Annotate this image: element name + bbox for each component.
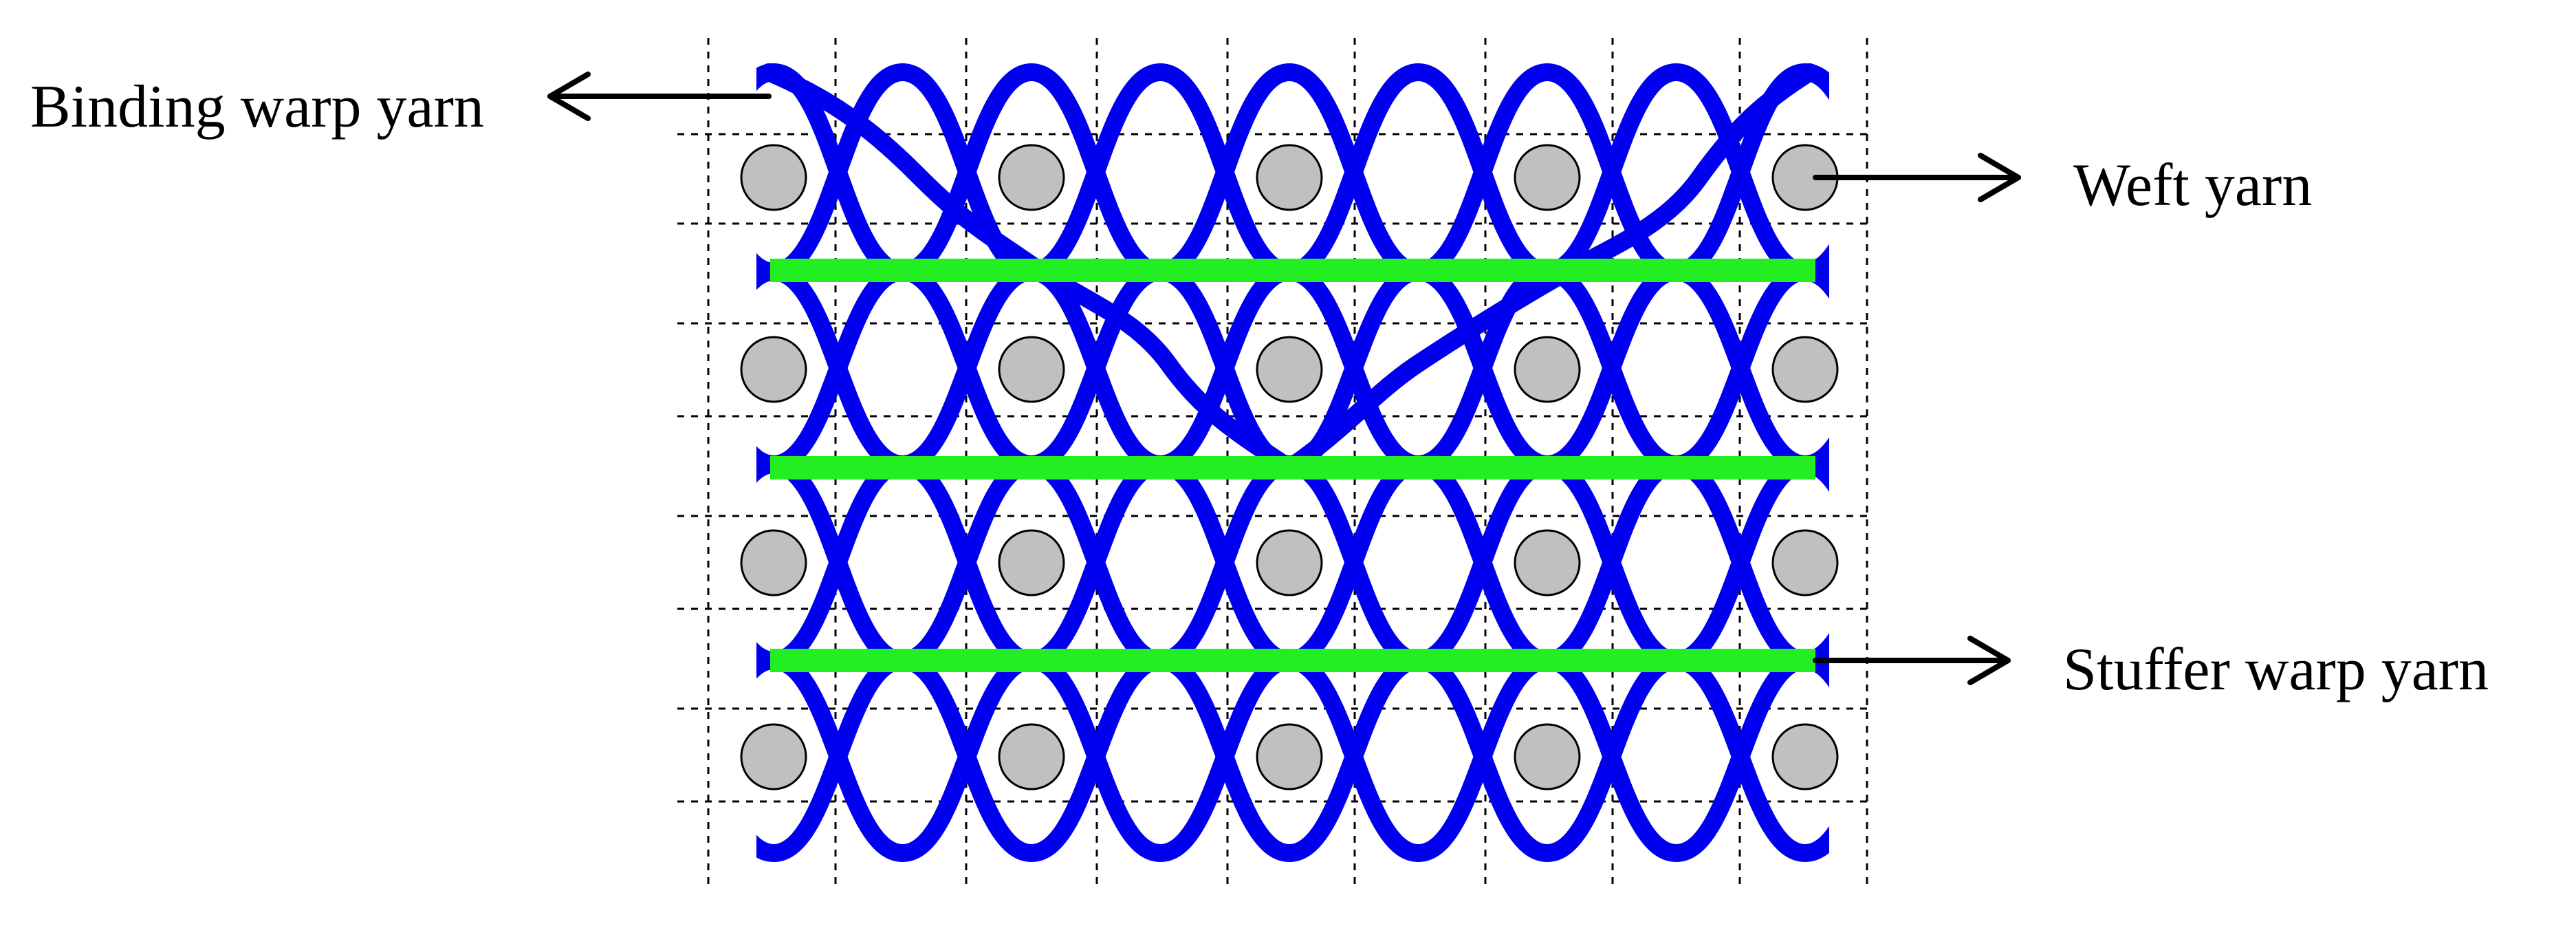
weft-yarn-circle xyxy=(740,144,807,211)
weft-arrow-head xyxy=(1978,153,2021,202)
weft-yarn-circle xyxy=(1256,529,1323,596)
weft-yarn-circle xyxy=(740,336,807,403)
stuffer-warp-yarn xyxy=(770,259,1815,282)
weft-yarn-circle xyxy=(998,723,1065,790)
stuffer-warp-yarn xyxy=(770,456,1815,480)
weft-yarn-circle xyxy=(1771,336,1839,403)
weft-yarn-circle xyxy=(1514,723,1581,790)
weft-yarn-circle xyxy=(998,529,1065,596)
weft-yarn-circle xyxy=(1256,723,1323,790)
weft-yarn-circle xyxy=(1256,144,1323,211)
weft-yarn-circle xyxy=(1514,529,1581,596)
binding-warp-yarn xyxy=(756,63,1829,281)
weft-yarn-circle xyxy=(1771,529,1839,596)
weft-yarn-circle xyxy=(1256,336,1323,403)
weft-yarn-circle xyxy=(740,529,807,596)
weft-label: Weft yarn xyxy=(2073,152,2313,219)
weft-yarn-circle xyxy=(740,723,807,790)
stuffer-warp-yarns xyxy=(770,259,1815,672)
stuffer-warp-yarn xyxy=(770,649,1815,672)
weft-yarn-circle xyxy=(1514,336,1581,403)
arrows xyxy=(547,72,2021,685)
binding-warp-arrow-head xyxy=(547,72,591,121)
weft-yarn-circle xyxy=(998,336,1065,403)
weft-yarn-circle xyxy=(998,144,1065,211)
weft-yarn-circle xyxy=(1514,144,1581,211)
stuffer-warp-arrow-head xyxy=(1967,636,2011,685)
binding-warp-label: Binding warp yarn xyxy=(30,74,484,140)
weft-yarns xyxy=(740,144,1839,790)
weft-yarn-circle xyxy=(1771,723,1839,790)
stuffer-warp-label: Stuffer warp yarn xyxy=(2063,636,2489,703)
